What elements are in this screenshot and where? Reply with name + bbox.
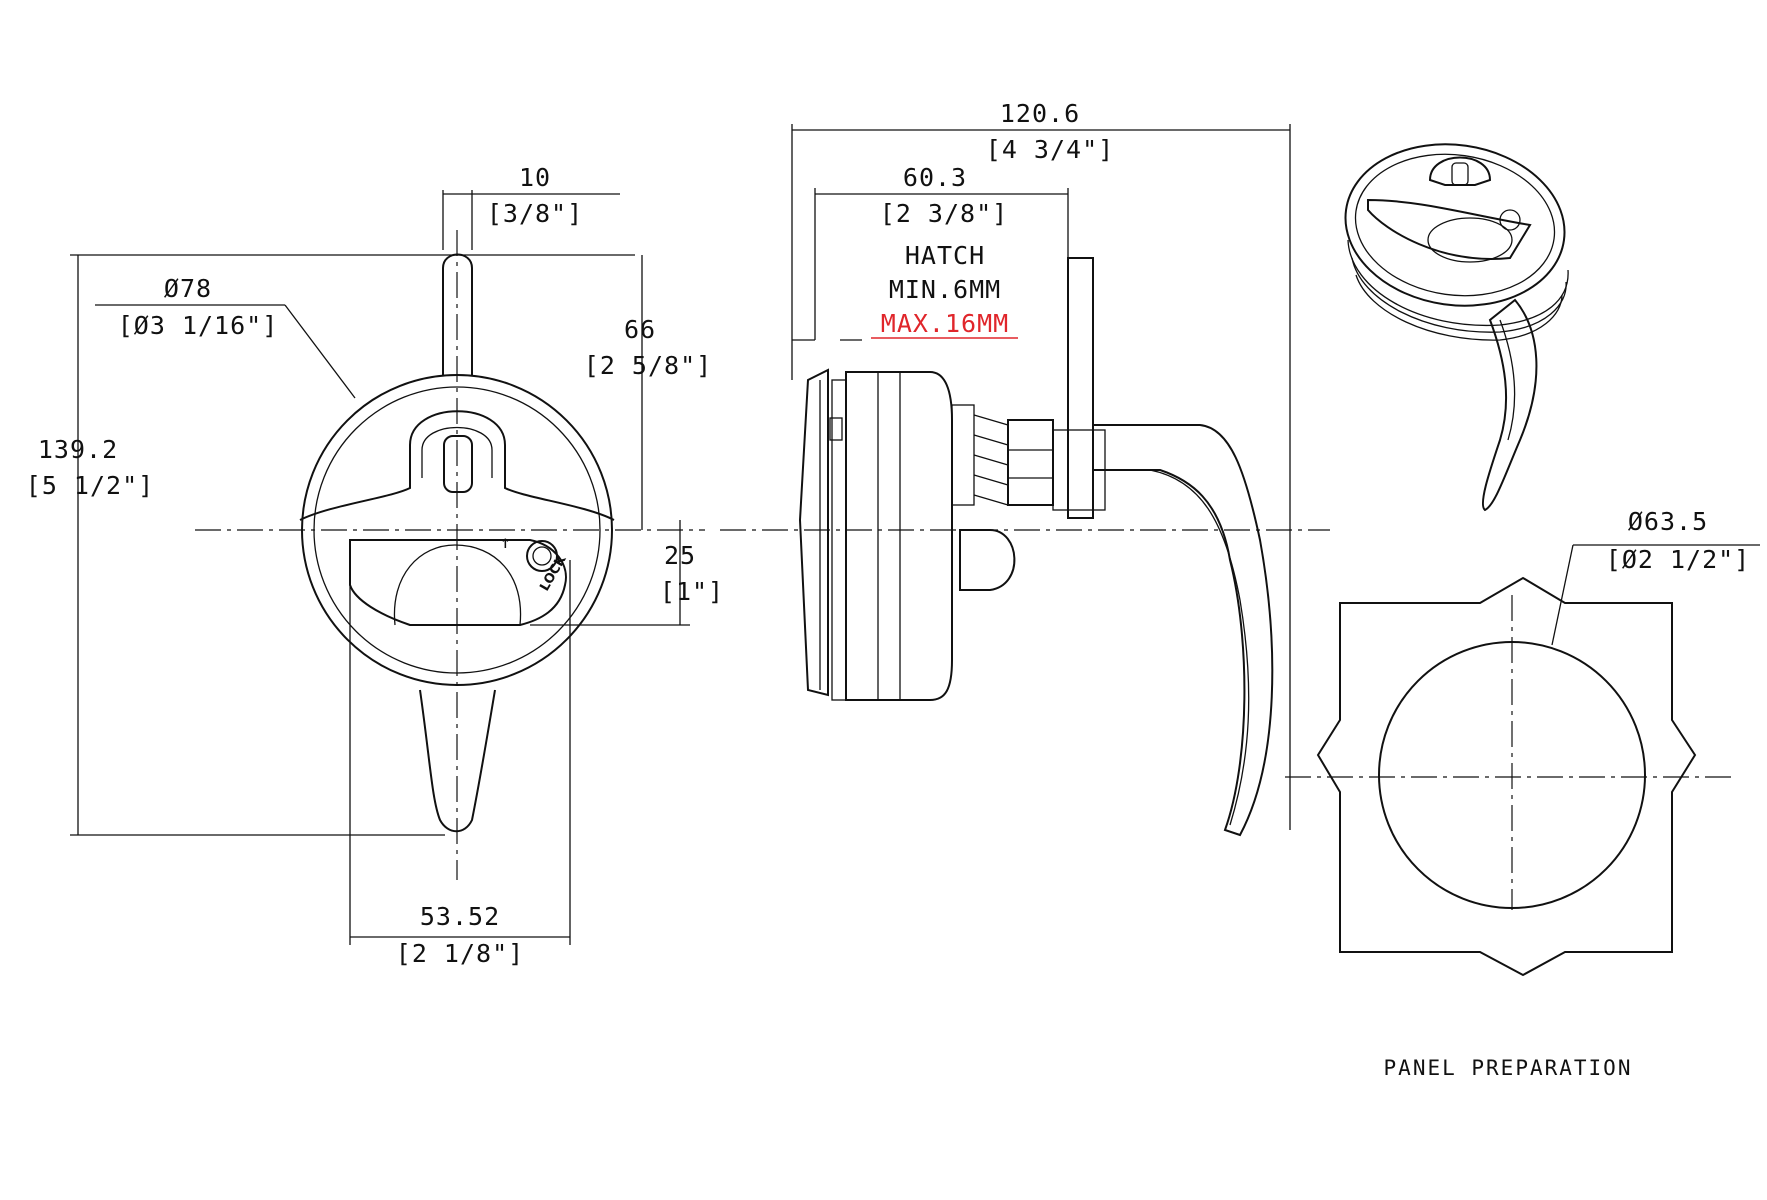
side-lever-handle: [1093, 424, 1274, 837]
grip-scoop: [393, 544, 522, 626]
dim-53-mm: 53.52: [420, 902, 500, 931]
dim-78-inch: [Ø3 1/16"]: [118, 311, 279, 340]
dim-10-mm: 10: [519, 163, 551, 192]
cam-plate: [1067, 257, 1094, 519]
lock-body: [845, 371, 953, 701]
lock-indicator-inner: [532, 546, 552, 566]
iso-body-side-3: [1355, 274, 1563, 341]
dim-66-inch: [2 5/8"]: [584, 351, 712, 380]
dim-78-mm: Ø78: [164, 274, 212, 303]
dim-78-leader: [284, 304, 356, 399]
iso-lock-hole: [1499, 209, 1521, 231]
iso-grip-recess: [1367, 198, 1532, 260]
side-view: [720, 257, 1330, 837]
isometric-view: [1344, 143, 1569, 512]
panel-preparation-caption: PANEL PREPARATION: [1384, 1056, 1633, 1080]
dim-120-inch: [4 3/4"]: [986, 135, 1114, 164]
iso-body-side-2: [1351, 257, 1567, 333]
dim-63-leader: [1551, 544, 1574, 646]
slot-inner-outline: [421, 426, 493, 478]
dim-139-mm: 139.2: [38, 435, 118, 464]
iso-lever: [1481, 298, 1538, 512]
iso-stem: [1451, 162, 1469, 186]
dim-10-inch: [3/8"]: [487, 199, 583, 228]
panel-preparation-view: Ø63.5 [Ø2 1/2"] PANEL PREPARATION: [1285, 507, 1760, 1080]
hatch-title: HATCH: [905, 241, 985, 270]
hatch-max: MAX.16MM: [881, 309, 1009, 338]
lock-indicator-hole: [526, 540, 558, 572]
iso-lever-edge: [1499, 319, 1516, 441]
dim-63-mm: Ø63.5: [1628, 507, 1708, 536]
dim-60-inch: [2 3/8"]: [880, 199, 1008, 228]
side-dimensions: 120.6 [4 3/4"] 60.3 [2 3/8"] HATCH MIN.6…: [791, 99, 1291, 830]
iso-slot: [1428, 156, 1492, 186]
dim-139-inch: [5 1/2"]: [26, 471, 154, 500]
dim-25-mm: 25: [664, 541, 696, 570]
spring-housing: [951, 404, 975, 506]
panel-stop: [831, 379, 847, 701]
dim-63-inch: [Ø2 1/2"]: [1606, 545, 1750, 574]
retaining-clip: [829, 417, 843, 441]
lower-handle-lever: [419, 689, 496, 833]
hex-nut: [1007, 419, 1054, 506]
dim-60-mm: 60.3: [903, 163, 967, 192]
hatch-min: MIN.6MM: [889, 275, 1001, 304]
spring: [951, 404, 1009, 506]
dim-120-mm: 120.6: [1000, 99, 1080, 128]
face-arrow-mark: ↑: [500, 537, 511, 552]
dim-53-inch: [2 1/8"]: [396, 939, 524, 968]
upper-recess-outline: [299, 410, 615, 521]
iso-bezel-inner: [1354, 153, 1556, 297]
front-dimensions: 10 [3/8"] 139.2 [5 1/2"] Ø78 [Ø3 1/16"] …: [26, 163, 724, 968]
spring-coils: [973, 414, 1009, 506]
d-ring: [959, 529, 1016, 591]
bezel-inner-ring: [313, 386, 601, 674]
panel-cutout-outline: [1316, 576, 1697, 977]
iso-scoop: [1427, 217, 1513, 263]
bezel-outer-ring: [301, 374, 613, 686]
flange: [798, 368, 829, 697]
stem-slot: [443, 435, 473, 493]
iso-body-side-1: [1347, 239, 1569, 327]
dim-25-inch: [1"]: [660, 577, 724, 606]
dim-66-mm: 66: [624, 315, 656, 344]
side-lever-highlight: [1149, 469, 1250, 826]
iso-bezel-outer: [1344, 143, 1566, 307]
